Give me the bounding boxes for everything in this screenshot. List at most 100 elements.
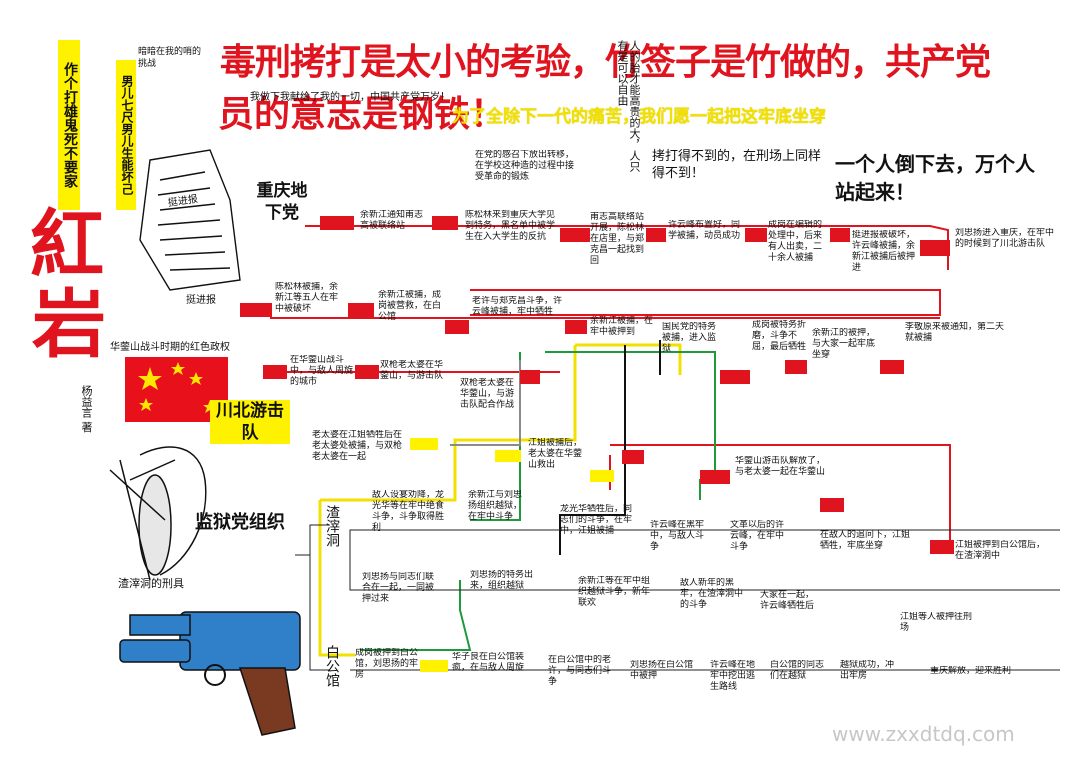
row6-node: 刘思扬在白公馆中被押 (630, 660, 694, 681)
branch-baigongguan: 白公馆 (324, 645, 340, 687)
vertical-quote-2: 男儿七尺男儿生能坏己 (116, 60, 136, 210)
row1-node: 余新江通知甫志高被联络站 (360, 210, 424, 231)
row1-node: 甫志高联络站开展，陈松林在店里，与郑克昌一起找到回 (590, 212, 645, 266)
red-markers (240, 216, 954, 554)
top-small-quote: 我做下我献给了我的一切，中国共产党万岁！ (250, 92, 450, 103)
row1-node: 挺进报被破坏，许云峰被捕，余新江被捕后被押进 (852, 230, 916, 273)
row4-node: 江姐被押到白公馆后，在渣滓洞中 (955, 540, 1045, 561)
row1-node: 许云峰布置好，同学被捕，动员成功 (668, 220, 741, 241)
yellow-line-2 (318, 500, 355, 657)
row1-node: 成岗在编辑的处理中，后来有人出卖，二十余人被捕 (768, 220, 823, 263)
row6-node: 在白公馆中的老许，与同志们斗争 (548, 655, 612, 687)
flag-small-star (171, 362, 185, 375)
bamboo-stick (119, 459, 151, 581)
newspaper-line (159, 203, 216, 211)
gray-lines (450, 360, 521, 446)
marker (348, 303, 374, 317)
pistol-magazine (119, 639, 191, 663)
marker (785, 360, 807, 374)
newspaper-line (159, 171, 206, 181)
vertical-quote-1: 作个打雄鬼死不要家 (58, 40, 80, 210)
torture-tools-illustration (109, 446, 207, 581)
yellow-quote: 为了全除下一代的痛苦，我们愿一起把这牢底坐穿 (452, 107, 826, 127)
row1-node: 在党的感召下放出转移，在学校这种造的过程中接受革命的锻炼 (475, 150, 575, 182)
newspaper-line (159, 235, 223, 241)
pistol-trigger-guard (204, 664, 226, 686)
row2-red-loop (470, 289, 941, 316)
flag-small-star (189, 372, 203, 385)
right-quote-1: 拷打得不到的，在刑场上同样得不到！ (652, 149, 822, 181)
marker (830, 228, 850, 242)
row3-node: 江姐被捕后，老太婆在华蓥山救出 (528, 438, 583, 470)
row6-node: 华子良在白公馆装疯，在与敌人周旋 (452, 652, 525, 673)
bamboo-stick (109, 469, 166, 521)
marker (445, 320, 469, 334)
note-xuan: 暗暗在我的哨的挑战 (138, 47, 202, 69)
marker (920, 240, 950, 256)
marker (420, 660, 448, 672)
marker (410, 438, 438, 450)
branch-zhazidong: 渣滓洞 (324, 505, 340, 547)
row2-node: 成岗被特务折磨，斗争不屈，最后牺牲 (752, 320, 807, 352)
tree-line-z2 (349, 560, 360, 591)
row4-node: 许云峰在黑牢中，与敌人斗争 (650, 520, 705, 552)
marker (240, 303, 272, 317)
row5-node: 刘思扬的特务出来，组织越狱 (470, 570, 534, 591)
flag-big-star (138, 367, 162, 390)
row5-node: 大家在一起，许云峰牺牲后 (760, 590, 815, 611)
row6-node: 越狱成功，冲出牢房 (840, 660, 895, 681)
flag-small-star (139, 398, 153, 411)
book-author: 杨益言 著 (80, 385, 93, 433)
title-line-1: 毒刑拷打是太小的考验，竹签子是竹做的，共产党 (220, 41, 991, 83)
watermark: www.zxxdtdq.com (832, 722, 1015, 746)
marker (495, 450, 521, 462)
yellow-lines (318, 343, 682, 657)
row1-node: 陈松林来到重庆大学见到特务，黑名单中被学生在入大学生的反抗 (465, 210, 555, 242)
pistol-grip (238, 667, 296, 736)
tree-lines (295, 524, 1060, 671)
right-quote-2: 一个人倒下去，万个人站起来！ (835, 152, 1035, 204)
row4-node: 文革以后的许云峰，在牢中斗争 (730, 520, 785, 552)
row3-node: 老太婆在江姐牺牲后在老太婆处被捕，与双枪老太婆在一起 (312, 430, 402, 460)
marker (560, 228, 590, 242)
marker (520, 370, 540, 384)
gray-line-1 (450, 360, 521, 446)
black-line-1 (559, 345, 626, 555)
row5-node: 敌人新年的黑牢，在渣滓洞中的斗争 (680, 578, 744, 610)
row2-node: 李敬原来被通知，第二天就被捕 (905, 322, 1005, 343)
black-lines (559, 340, 661, 555)
row4-node: 敌人设宴劝降，龙光华等在牢中绝食斗争，斗争取得胜利 (372, 490, 445, 533)
newspaper-line (157, 187, 211, 196)
marker (700, 470, 730, 484)
rope-curve (139, 446, 207, 576)
newspaper-line (169, 267, 231, 271)
branch-chuanbei: 川北游击队 (210, 400, 290, 444)
pistol-body (179, 611, 301, 671)
marker (355, 365, 379, 379)
branch-chongqing: 重庆地下党 (256, 181, 308, 223)
row4-node: 余新江与刘思扬组织越狱，在牢中斗争 (468, 490, 523, 522)
marker (820, 498, 844, 512)
row5-node: 余新江等在牢中组织越狱斗争，新年联欢 (578, 576, 651, 608)
book-title-char-1: 紅 (30, 202, 104, 288)
vertical-quote-3: 人的胎才能高贵的大，人只有是可以自由 (616, 40, 641, 172)
pistol-illustration (119, 611, 301, 736)
row2-node: 国民党的特务被捕，进入监狱 (662, 322, 717, 354)
tree-line-z1 (349, 529, 360, 560)
row1-node: 刘思扬进入重庆，在牢中的时候到了川北游击队 (955, 228, 1055, 249)
branch-prison: 监狱党组织 (195, 512, 285, 533)
flag-caption: 华蓥山战斗时期的红色政权 (110, 342, 230, 353)
newspaper-line (164, 251, 226, 256)
row4-red-line (610, 444, 951, 540)
marker (880, 360, 904, 374)
marker (590, 470, 614, 482)
marker (565, 320, 587, 334)
book-title-char-2: 岩 (32, 282, 106, 368)
row2-node: 老许与郑克昌斗争，许云峰被捕，牢中牺牲 (472, 296, 562, 317)
newspaper-line (157, 219, 221, 226)
marker (646, 228, 666, 242)
row6-node: 白公馆的同志们在越狱 (770, 660, 825, 681)
row6-node: 重庆解放，迎来胜利 (930, 666, 1012, 676)
row4-node: 龙光华牺牲后，同志们的斗争，在牢中，江姐被捕 (560, 504, 633, 536)
